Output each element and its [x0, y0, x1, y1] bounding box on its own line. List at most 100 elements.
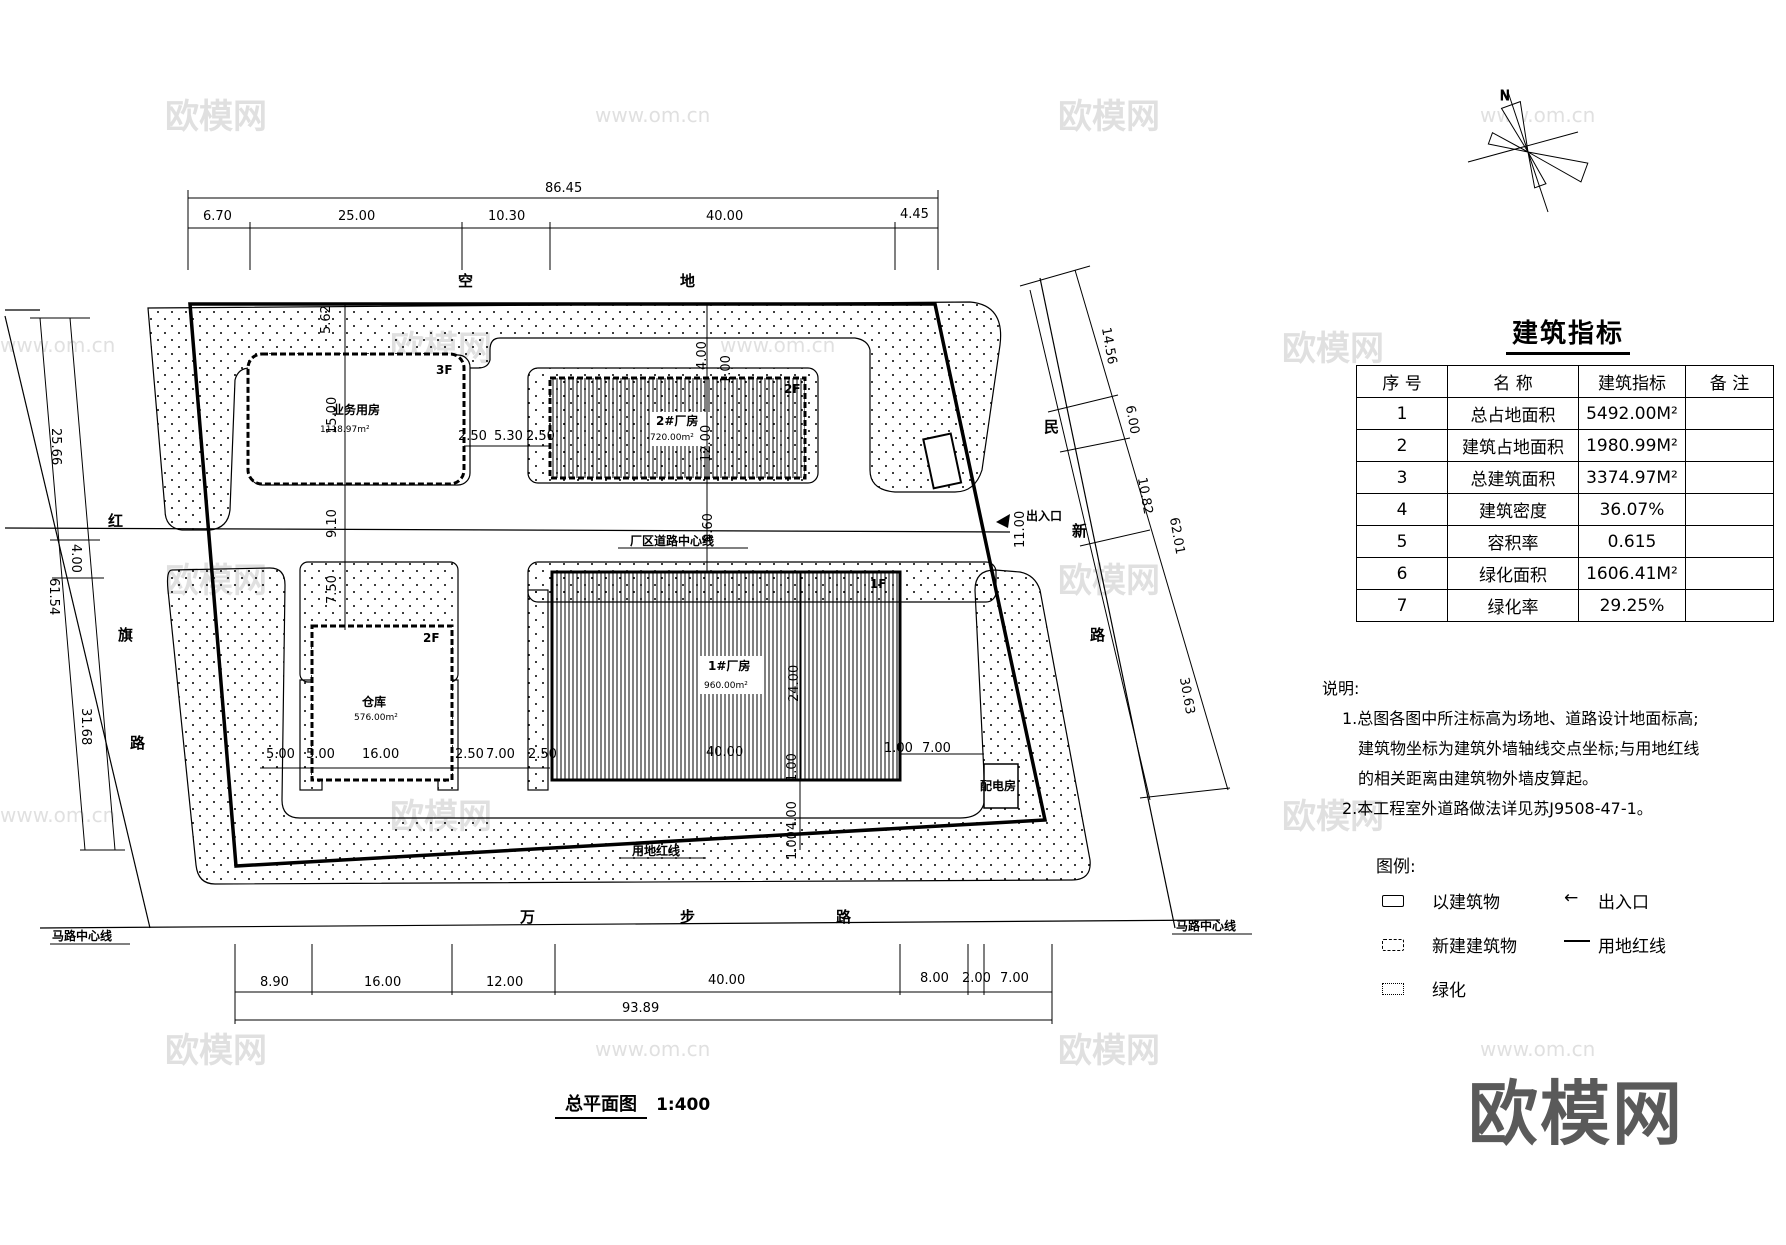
road-lines [4, 277, 1221, 929]
svg-text:7.00: 7.00 [486, 747, 515, 762]
svg-text:欧模网: 欧模网 [165, 97, 267, 137]
svg-text:www.om.cn: www.om.cn [1480, 103, 1595, 127]
svg-text:7.00: 7.00 [922, 741, 951, 756]
road-left-1: 红 [108, 512, 123, 530]
legend-new: 新建建筑物 [1432, 937, 1517, 957]
notes-block: 说明: 1.总图各图中所注标高为场地、道路设计地面标高; 建筑物坐标为建筑外墙轴… [1322, 674, 1786, 824]
legend-green: 绿化 [1432, 981, 1466, 1001]
svg-text:16.00: 16.00 [362, 747, 399, 762]
svg-text:9.60: 9.60 [701, 513, 716, 542]
legend-redline: 用地红线 [1598, 937, 1666, 957]
header-name: 名 称 [1447, 365, 1579, 398]
svg-text:4.00: 4.00 [68, 544, 83, 573]
index-title: 建筑指标 [1506, 313, 1631, 355]
svg-text:1.00: 1.00 [785, 753, 800, 782]
road-left-2: 旗 [118, 626, 133, 644]
svg-text:15.00: 15.00 [325, 397, 340, 434]
factory2-name: 2#厂房 [656, 413, 698, 428]
note-1a: 1.总图各图中所注标高为场地、道路设计地面标高; [1342, 709, 1699, 728]
factory1-name: 1#厂房 [708, 658, 750, 673]
factory2-floors: 2F [784, 382, 801, 396]
note-1c: 的相关距离由建筑物外墙皮算起。 [1358, 769, 1599, 788]
svg-text:www.om.cn: www.om.cn [1480, 1037, 1595, 1061]
road-left-3: 路 [130, 734, 146, 752]
office-name: 业务用房 [332, 402, 380, 417]
building-power-room: 配电房 [980, 763, 1019, 809]
drawing-scale: 1:400 [656, 1095, 711, 1115]
svg-text:www.om.cn: www.om.cn [0, 333, 115, 357]
svg-text:2.50: 2.50 [458, 429, 487, 444]
legend-green-icon [1382, 980, 1404, 1000]
svg-text:5.30: 5.30 [494, 429, 523, 444]
building-office: 业务用房 1118.97m² 3F [246, 352, 466, 486]
road-centerline-left-label: 马路中心线 [52, 928, 112, 943]
north-arrow-icon: N [1467, 89, 1589, 213]
svg-text:1.00: 1.00 [719, 355, 734, 384]
road-right-3: 路 [1090, 626, 1106, 644]
svg-text:25.00: 25.00 [338, 209, 375, 224]
svg-text:8.90: 8.90 [260, 975, 289, 990]
svg-text:1.00: 1.00 [785, 831, 800, 860]
factory-road-label: 厂区道路中心线 [630, 533, 714, 548]
svg-text:40.00: 40.00 [706, 745, 743, 760]
bottom-total-dim: 93.89 [622, 1001, 659, 1016]
street-centerline [39, 919, 1221, 929]
entrance-label: 出入口 [1026, 508, 1062, 523]
road-right-2: 新 [1072, 522, 1087, 540]
building-warehouse: 仓库 576.00m² 2F [310, 624, 454, 782]
drawing-title-block: 总平面图 1:400 [555, 1090, 711, 1119]
svg-text:4.00: 4.00 [695, 341, 710, 370]
svg-text:12.00: 12.00 [699, 425, 714, 462]
legend-heading: 图例: [1376, 857, 1416, 877]
svg-text:2.50: 2.50 [526, 429, 555, 444]
bottom-dimension-chain [234, 944, 1053, 1024]
svg-text:62.01: 62.01 [1166, 516, 1187, 555]
svg-text:欧模网: 欧模网 [1058, 97, 1160, 137]
svg-text:欧模网: 欧模网 [1282, 797, 1384, 837]
legend-new-icon [1382, 936, 1404, 956]
road-bottom-1: 万 [519, 908, 535, 926]
legend-entrance: 出入口 [1598, 893, 1649, 913]
factory1-floors: 1F [870, 577, 887, 591]
svg-text:www.om.cn: www.om.cn [595, 1037, 710, 1061]
legend-redline-icon [1564, 940, 1590, 942]
gate-kiosk [922, 432, 963, 490]
road-centerline-right-label: 马路中心线 [1176, 918, 1236, 933]
road-top-2: 地 [680, 272, 695, 290]
svg-text:24.00: 24.00 [787, 665, 802, 702]
svg-text:12.00: 12.00 [486, 975, 523, 990]
svg-text:61.54: 61.54 [46, 578, 61, 615]
factory-road-centerline [4, 527, 1011, 533]
svg-text:欧模网: 欧模网 [1058, 561, 1160, 601]
svg-text:14.56: 14.56 [1098, 326, 1119, 365]
svg-text:欧模网: 欧模网 [1058, 1031, 1160, 1071]
index-header-row: 序 号 名 称 建筑指标 备 注 [1356, 365, 1774, 398]
road-bottom-2: 步 [680, 908, 695, 926]
svg-text:5.00: 5.00 [266, 747, 295, 762]
interior-dimension-lines [260, 304, 984, 850]
svg-text:7.00: 7.00 [1000, 971, 1029, 986]
header-value: 建筑指标 [1578, 365, 1686, 398]
svg-text:欧模网: 欧模网 [165, 1031, 267, 1071]
note-2: 2.本工程室外道路做法详见苏J9508-47-1。 [1342, 799, 1653, 818]
svg-text:31.68: 31.68 [78, 708, 93, 745]
top-dimension-chain [187, 190, 939, 270]
svg-text:9.10: 9.10 [325, 509, 340, 538]
drawing-title: 总平面图 [555, 1094, 647, 1119]
svg-text:4.00: 4.00 [785, 801, 800, 830]
legend-entrance-icon: ← [1564, 888, 1579, 908]
header-remark: 备 注 [1685, 365, 1774, 398]
svg-text:7.50: 7.50 [325, 575, 340, 604]
svg-text:2.50: 2.50 [528, 747, 557, 762]
road-right-1: 民 [1044, 418, 1059, 436]
entrance-arrow-icon [996, 514, 1010, 528]
notes-heading: 说明: [1322, 679, 1360, 698]
warehouse-floors: 2F [423, 631, 440, 645]
